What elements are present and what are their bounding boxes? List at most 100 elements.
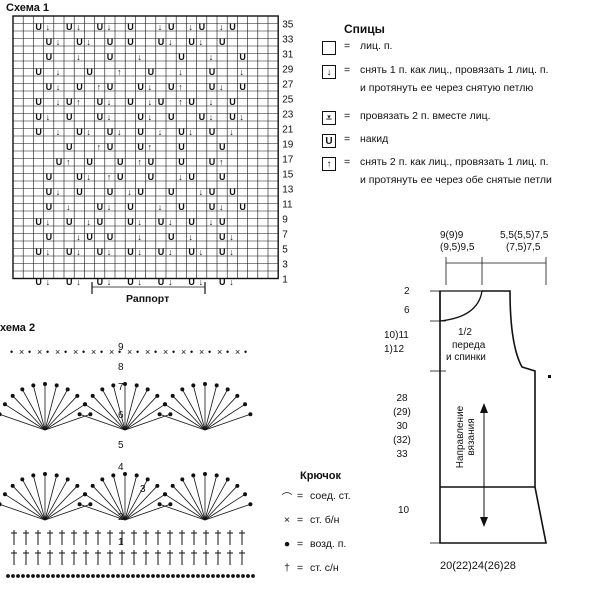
skp-symbol: ↓ <box>137 232 142 242</box>
garment-outline <box>439 290 547 544</box>
fan-stitch <box>44 485 78 521</box>
sk2p-symbol: ↑ <box>76 97 81 107</box>
skp-symbol: ↓ <box>137 217 142 227</box>
fan-stitch <box>204 493 246 521</box>
fan-stitch <box>44 493 86 521</box>
skp-symbol: ↓ <box>56 127 61 137</box>
fan-stitch <box>44 395 78 431</box>
single-crochet-icon: × <box>283 514 291 526</box>
skp-symbol: ↓ <box>148 112 153 122</box>
yarn-over-symbol: U <box>107 232 114 242</box>
sc-symbol: × <box>163 347 168 357</box>
fan-stitch <box>204 413 251 431</box>
yarn-over-symbol: U <box>46 82 53 92</box>
yarn-over-symbol: U <box>219 142 226 152</box>
chain-dot <box>88 412 93 417</box>
yarn-over-symbol: U <box>46 187 53 197</box>
yarn-over-symbol: U <box>127 22 134 32</box>
fan-stitch <box>204 403 246 431</box>
sk2p-symbol: ↑ <box>219 157 224 167</box>
yarn-over-symbol: U <box>66 277 73 287</box>
chain-dot <box>156 574 160 578</box>
fan-stitch <box>204 485 238 521</box>
yarn-over-symbol: U <box>188 217 195 227</box>
fan-stitch <box>21 479 46 521</box>
yarn-over-symbol: U <box>168 187 175 197</box>
fan-stitch <box>124 385 138 431</box>
skp-symbol: ↓ <box>46 247 51 257</box>
chain-dot <box>191 383 196 388</box>
yarn-over-symbol: U <box>127 202 134 212</box>
row-number: 9 <box>282 215 288 226</box>
fan-stitch <box>159 503 206 521</box>
double-crochet-icon: † <box>284 562 290 574</box>
fan-stitch <box>181 389 206 431</box>
yarn-over-symbol: U <box>97 277 104 287</box>
fan-stitch <box>181 479 206 521</box>
chain-dot <box>111 574 115 578</box>
sc-symbol: • <box>64 347 67 357</box>
fan-stitch <box>124 493 166 521</box>
fan-stitch <box>44 389 69 431</box>
crochet-row-number: 8 <box>118 362 124 373</box>
chain-dot <box>145 477 150 482</box>
yarn-over-symbol: U <box>46 52 53 62</box>
chain-dot <box>21 574 25 578</box>
row-number: 35 <box>282 20 294 31</box>
fan-stitch <box>12 395 46 431</box>
chain-dot <box>0 412 2 417</box>
chain-dot <box>54 473 59 478</box>
chain-dot <box>248 412 253 417</box>
yarn-over-symbol: U <box>117 157 124 167</box>
chain-dot <box>111 473 116 478</box>
chain-dot <box>203 472 207 476</box>
chain-dot <box>81 574 85 578</box>
crochet-row-number: 1 <box>118 537 124 548</box>
yarn-over-symbol: U <box>239 52 246 62</box>
direction-label: Направление вязания <box>455 405 477 469</box>
crochet-legend-title: Крючок <box>300 470 342 482</box>
sc-symbol: • <box>154 347 157 357</box>
yarn-over-symbol: U <box>158 247 165 257</box>
sk2p-symbol: ↑ <box>97 142 102 152</box>
skp-symbol: ↓ <box>107 22 112 32</box>
fan-stitch <box>44 479 69 521</box>
fan-stitch <box>164 493 206 521</box>
yarn-over-symbol: U <box>148 67 155 77</box>
chain-dot <box>0 502 2 507</box>
sc-symbol: • <box>208 347 211 357</box>
yarn-over-symbol: U <box>35 112 42 122</box>
chain-dot <box>246 574 250 578</box>
chain-dot <box>231 574 235 578</box>
yarn-over-symbol: U <box>46 172 53 182</box>
chain-dot <box>136 574 140 578</box>
chain-dot <box>2 402 7 407</box>
skp-symbol: ↓ <box>209 112 214 122</box>
slip-stitch-icon: ⌒ <box>281 492 293 504</box>
chain-dot <box>76 574 80 578</box>
skp-symbol: ↓ <box>86 37 91 47</box>
yarn-over-symbol: U <box>188 277 195 287</box>
sc-symbol: × <box>235 347 240 357</box>
yarn-over-symbol: U <box>219 37 226 47</box>
chain-dot <box>134 473 139 478</box>
dim-armhole-2: 1)12 <box>384 344 405 355</box>
chain-dot <box>180 387 185 392</box>
yarn-over-symbol: U <box>239 202 246 212</box>
fan-stitch <box>204 385 218 431</box>
crochet-row-number: 2 <box>118 512 124 523</box>
yarn-over-symbol: U <box>219 217 226 227</box>
yarn-over-symbol: U <box>148 172 155 182</box>
fan-stitch <box>92 395 126 431</box>
yarn-over-symbol: U <box>107 127 114 137</box>
yarn-over-symbol: U <box>158 217 165 227</box>
crochet-row-number: 9 <box>118 342 124 353</box>
neckline <box>439 290 483 322</box>
label-back: и спинки <box>446 352 486 363</box>
row-number: 3 <box>282 260 288 271</box>
chain-dot <box>171 574 175 578</box>
skp-symbol: ↓ <box>199 187 204 197</box>
fan-stitch <box>124 503 171 521</box>
chain-dot <box>214 473 219 478</box>
sc-symbol: × <box>217 347 222 357</box>
